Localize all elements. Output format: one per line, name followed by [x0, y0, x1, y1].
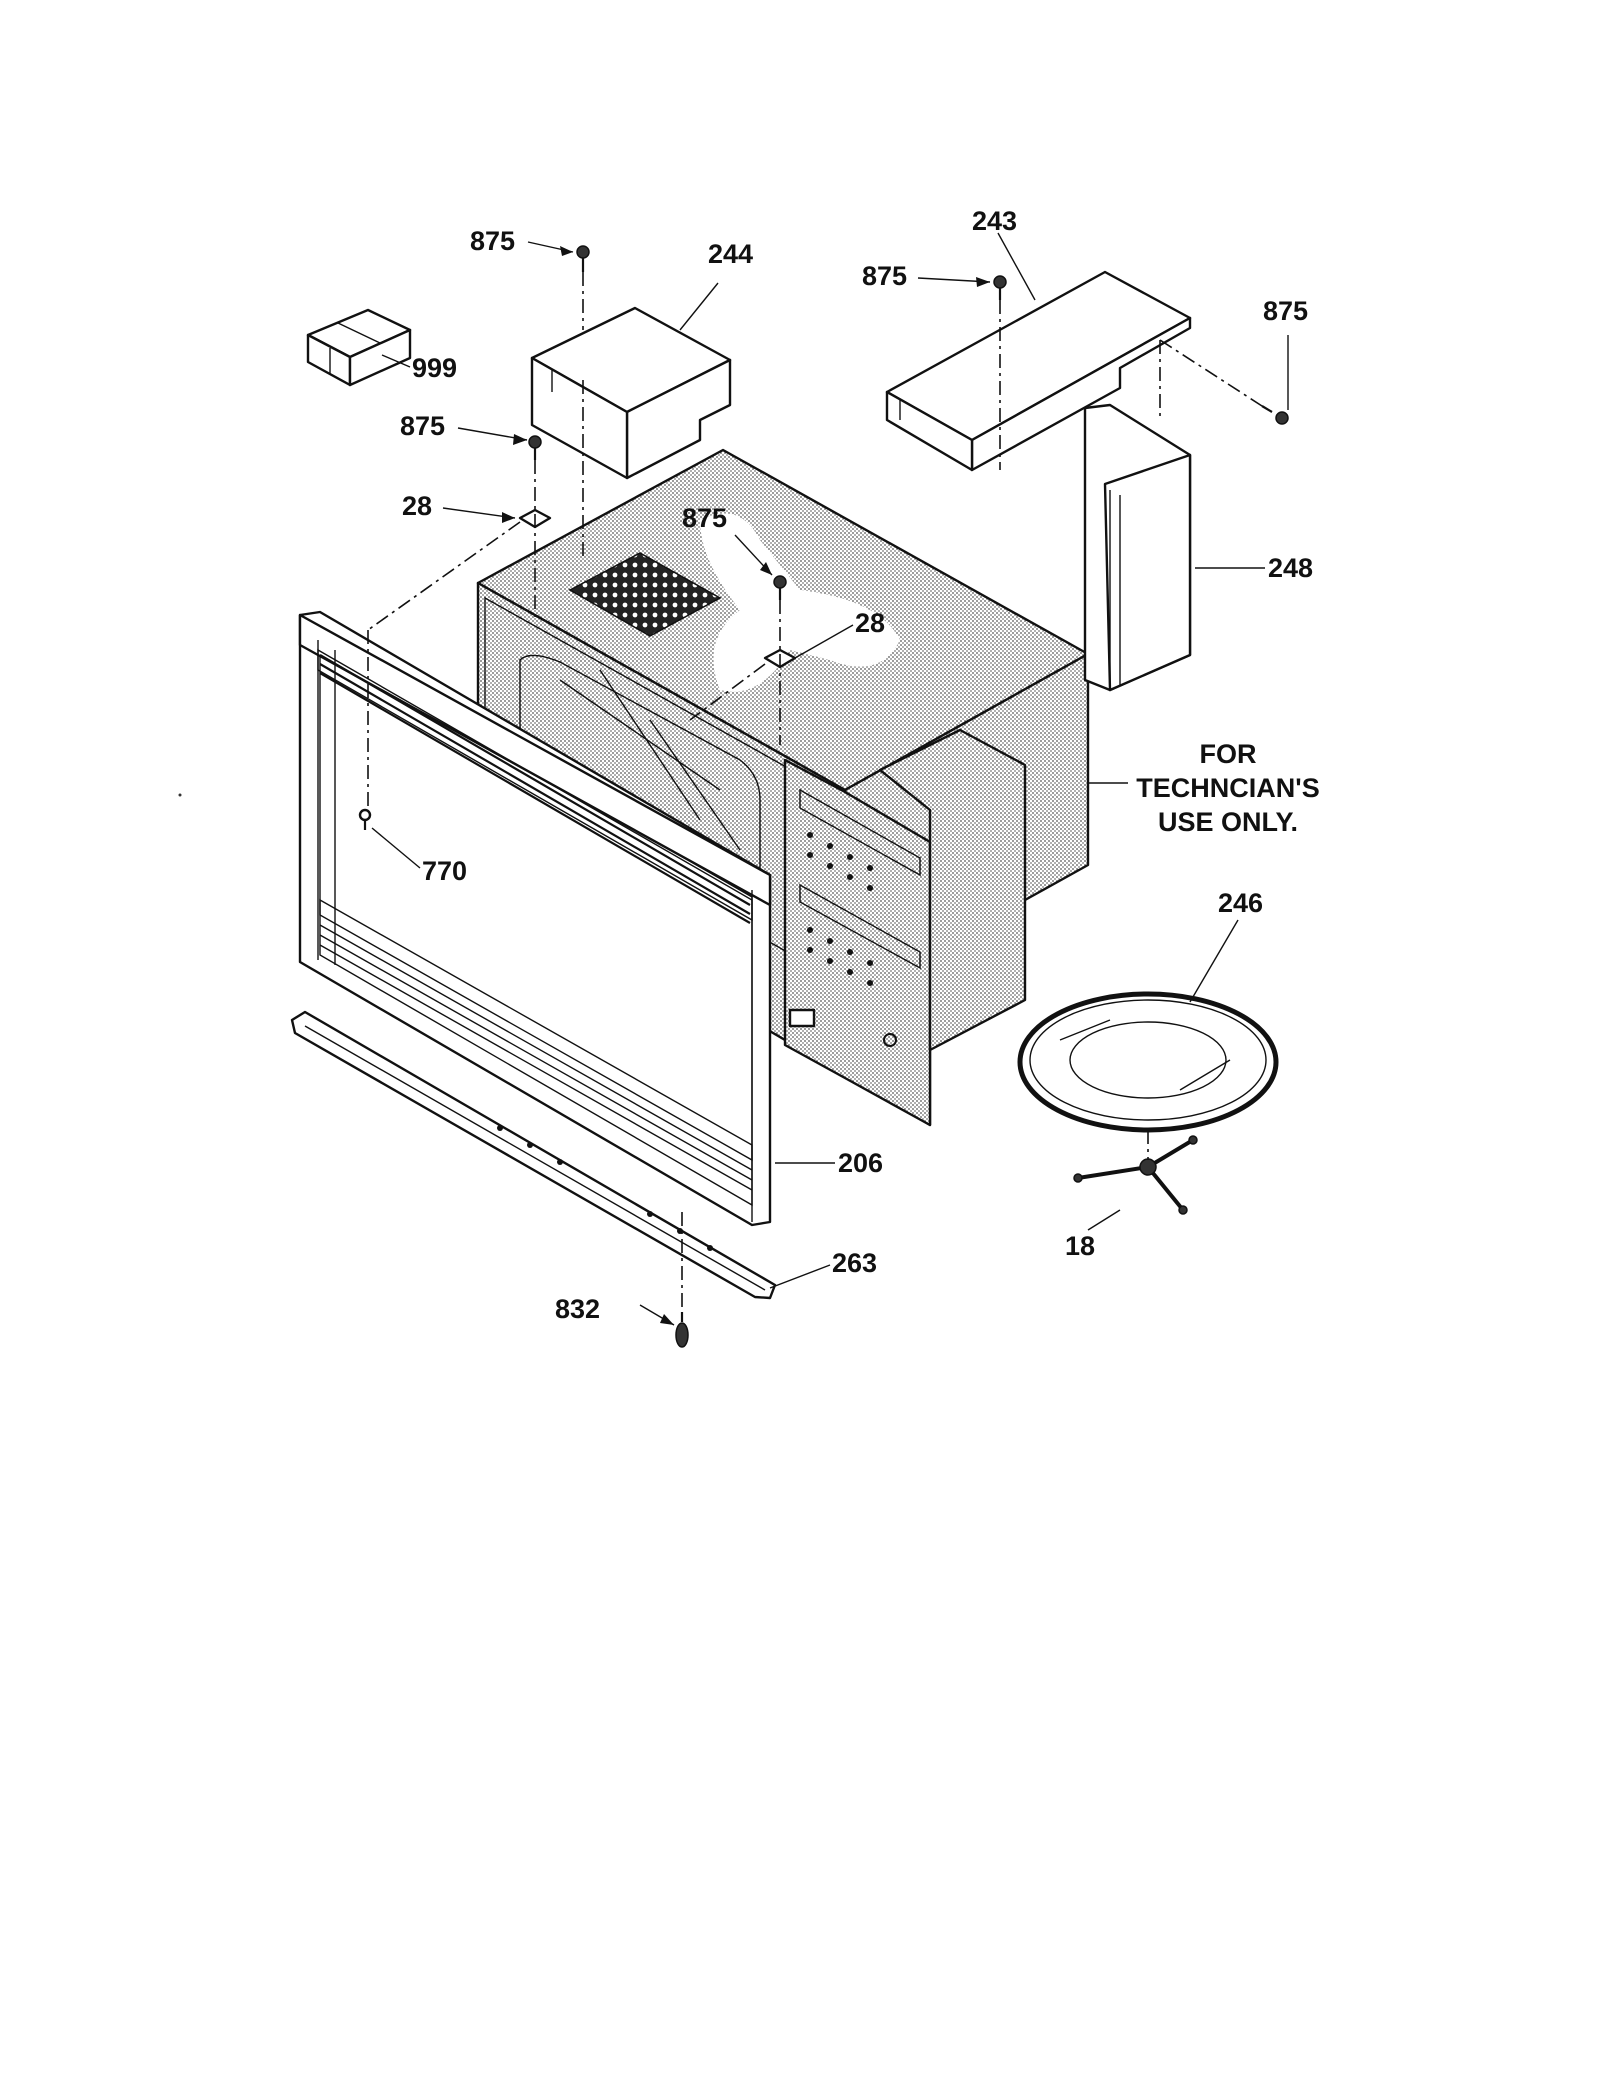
callout-770: 770 [422, 856, 467, 886]
part-263-trim [290, 1010, 777, 1300]
callout-28-b: 28 [855, 608, 885, 638]
screw-875-e [773, 575, 787, 600]
callout-18: 18 [1065, 1231, 1095, 1261]
callout-243: 243 [972, 206, 1017, 236]
stray-dot [178, 793, 182, 797]
part-18-roller-support [1073, 1135, 1198, 1215]
callout-263: 263 [832, 1248, 877, 1278]
part-244-cover [530, 306, 732, 480]
callout-875-e: 875 [682, 503, 727, 533]
callout-246: 246 [1218, 888, 1263, 918]
control-buttons [807, 832, 897, 1047]
callout-875-b: 875 [862, 261, 907, 291]
callout-999: 999 [412, 353, 457, 383]
note-line-1: FOR [1200, 739, 1257, 769]
callout-28-a: 28 [402, 491, 432, 521]
part-248-duct [1083, 403, 1192, 692]
screw-875-b [993, 275, 1007, 300]
screw-832 [675, 1312, 689, 1348]
screw-875-a [576, 245, 590, 272]
part-243-cover [885, 270, 1192, 472]
technician-note: FOR TECHNCIAN'S USE ONLY. [1136, 739, 1319, 837]
assembly-lines [367, 272, 1263, 1312]
callout-875-d: 875 [400, 411, 445, 441]
note-line-3: USE ONLY. [1158, 807, 1298, 837]
callout-244: 244 [708, 239, 753, 269]
leader-lines [371, 232, 1289, 1326]
screw-875-d [528, 435, 542, 460]
leader-arrowheads [502, 246, 990, 1325]
callout-248: 248 [1268, 553, 1313, 583]
part-246-turntable [1017, 991, 1279, 1133]
part-206-frame [298, 610, 772, 1227]
callout-832: 832 [555, 1294, 600, 1324]
callout-206: 206 [838, 1148, 883, 1178]
callout-875-c: 875 [1263, 296, 1308, 326]
screw-875-c [1261, 405, 1289, 425]
callout-875-a: 875 [470, 226, 515, 256]
part-999-box [306, 308, 412, 387]
note-line-2: TECHNCIAN'S [1136, 773, 1319, 803]
